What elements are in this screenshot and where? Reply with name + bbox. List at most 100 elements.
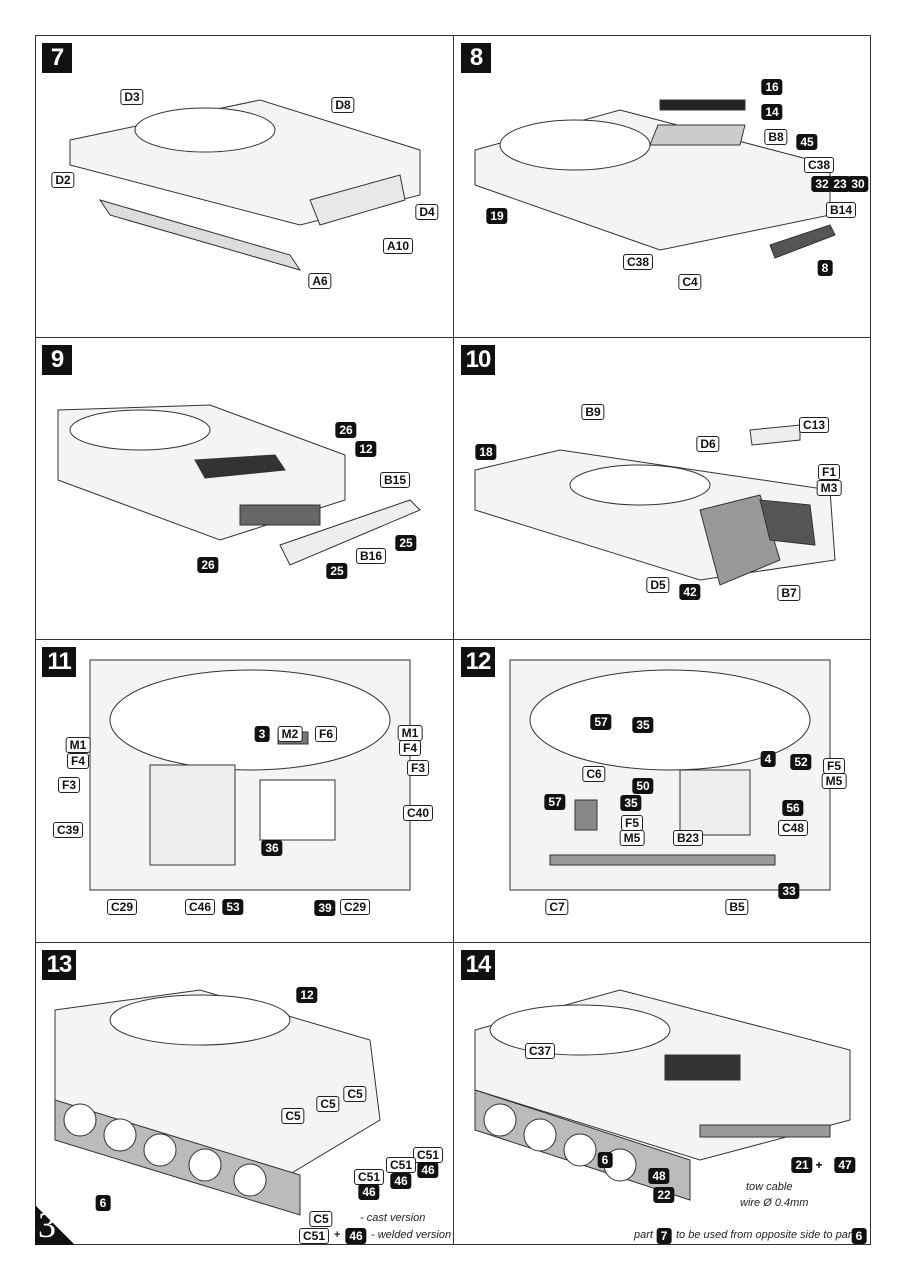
step-10-hull-drawing [474, 424, 836, 586]
part-label: C37 [524, 1043, 556, 1059]
part-number-label: 39 [314, 900, 336, 916]
legend-cast-text: - cast version [360, 1212, 426, 1224]
row-divider [35, 639, 871, 640]
part-label: B14 [825, 202, 857, 218]
part-label: M2 [277, 726, 303, 742]
part-label: F6 [314, 726, 338, 742]
part-number-label: 48 [648, 1168, 670, 1184]
part-label: D3 [120, 89, 144, 105]
part-label: B8 [764, 129, 788, 145]
part-label: B7 [777, 585, 801, 601]
step-11-hull-rear-drawing [89, 659, 411, 891]
part-label: F3 [406, 760, 430, 776]
part-label: C51 [353, 1169, 385, 1185]
column-divider [453, 35, 454, 1245]
part-number-label: 25 [395, 535, 417, 551]
part-number-label: 19 [486, 208, 508, 224]
footer-part-a: 7 [656, 1228, 672, 1244]
step-9-hull-drawing [57, 404, 421, 566]
legend-welded-part-a: C51 [298, 1228, 330, 1244]
part-label: A10 [382, 238, 414, 254]
footer-text: part [634, 1229, 653, 1241]
part-number-label: 36 [261, 840, 283, 856]
part-number-label: 42 [679, 584, 701, 600]
part-number-label: 22 [653, 1187, 675, 1203]
part-label: B23 [672, 830, 704, 846]
part-label: C38 [622, 254, 654, 270]
part-label: M3 [816, 480, 842, 496]
tow-cable-wire-note: wire Ø 0.4mm [740, 1197, 809, 1209]
part-number-label: 14 [761, 104, 783, 120]
step-number-7: 7 [42, 43, 72, 73]
part-label: M5 [619, 830, 645, 846]
page-number-corner [35, 1205, 75, 1245]
part-number-label: 18 [475, 444, 497, 460]
part-label: D2 [51, 172, 75, 188]
footer-text: to be used from opposite side to part [676, 1229, 855, 1241]
page-number: 3 [38, 1205, 56, 1245]
part-label: C4 [678, 274, 702, 290]
step-number-11: 11 [42, 647, 76, 677]
part-number-label: 33 [778, 883, 800, 899]
part-number-label: 53 [222, 899, 244, 915]
part-number-label: 6 [597, 1152, 613, 1168]
part-number-label: 12 [355, 441, 377, 457]
step-number-9: 9 [42, 345, 72, 375]
part-number-label: 12 [296, 987, 318, 1003]
part-label: C39 [52, 822, 84, 838]
part-label: C13 [798, 417, 830, 433]
part-number-label: 8 [817, 260, 833, 276]
part-number-label: 57 [544, 794, 566, 810]
part-number-label: 45 [796, 134, 818, 150]
part-label: C7 [545, 899, 569, 915]
part-number-label: 26 [197, 557, 219, 573]
part-label: D4 [415, 204, 439, 220]
part-number-label: 4 [760, 751, 776, 767]
step-number-12: 12 [461, 647, 495, 677]
part-number-label: 26 [335, 422, 357, 438]
part-label: F5 [822, 758, 846, 774]
legend-welded-text: - welded version [371, 1229, 452, 1241]
legend-welded-part-b: 46 [345, 1228, 367, 1244]
step-7-hull-drawing [69, 99, 421, 271]
part-label: B16 [355, 548, 387, 564]
part-label: C46 [184, 899, 216, 915]
part-number-label: 35 [620, 795, 642, 811]
step-12-hull-rear-drawing [509, 659, 831, 891]
part-label: C6 [582, 766, 606, 782]
part-label: F4 [66, 753, 90, 769]
part-label: C48 [777, 820, 809, 836]
part-label: A6 [308, 273, 332, 289]
part-number-label: 3 [254, 726, 270, 742]
part-label: F5 [620, 815, 644, 831]
step-number-8: 8 [461, 43, 491, 73]
part-number-label: 30 [847, 176, 869, 192]
step-8-hull-drawing [474, 99, 836, 259]
plus-sign: + [815, 1158, 823, 1172]
part-label: C38 [803, 157, 835, 173]
part-label: D6 [696, 436, 720, 452]
step-13-vehicle-drawing [54, 989, 381, 1216]
part-label: F4 [398, 740, 422, 756]
part-label: M1 [397, 725, 423, 741]
step-14-vehicle-drawing [474, 989, 851, 1201]
part-number-label: 46 [358, 1184, 380, 1200]
row-divider [35, 942, 871, 943]
part-label: M5 [821, 773, 847, 789]
part-number-label: 32 [811, 176, 833, 192]
part-number-label: 50 [632, 778, 654, 794]
part-number-label: 6 [95, 1195, 111, 1211]
part-label: C51 [385, 1157, 417, 1173]
step-number-14: 14 [461, 950, 495, 980]
tow-cable-note: tow cable [746, 1181, 793, 1193]
part-number-label: 16 [761, 79, 783, 95]
part-label: D5 [646, 577, 670, 593]
part-label: C51 [412, 1147, 444, 1163]
part-label: B5 [725, 899, 749, 915]
part-label: C5 [316, 1096, 340, 1112]
legend-cast-part: C5 [309, 1211, 333, 1227]
part-number-label: 46 [390, 1173, 412, 1189]
part-number-label: 25 [326, 563, 348, 579]
part-label: C5 [281, 1108, 305, 1124]
